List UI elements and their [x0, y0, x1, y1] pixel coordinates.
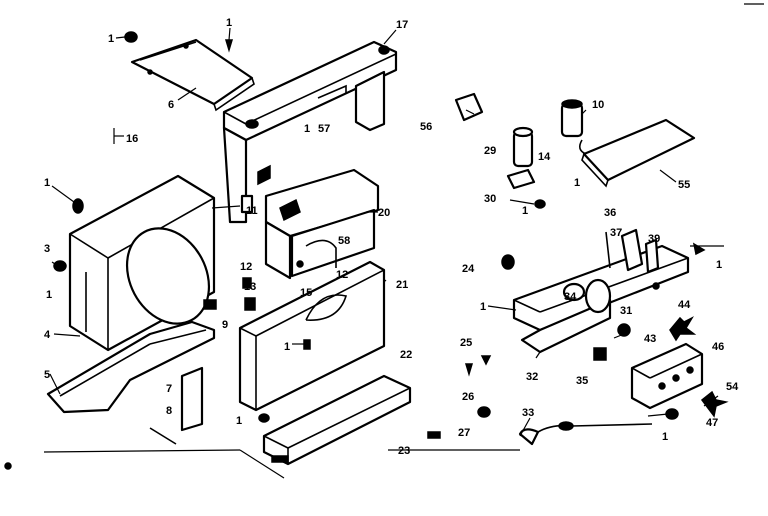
label-12: 12 — [336, 269, 348, 281]
label-13: 13 — [244, 281, 256, 293]
gasket-56 — [454, 92, 484, 122]
label-33: 33 — [522, 407, 534, 419]
label-3: 3 — [44, 243, 50, 255]
bracket-30 — [506, 168, 536, 190]
label-35: 35 — [576, 375, 588, 387]
label-1: 1 — [574, 177, 580, 189]
capacitor-10 — [560, 99, 584, 138]
label-1: 1 — [284, 341, 290, 353]
label-34: 34 — [564, 291, 577, 303]
label-1: 1 — [480, 301, 486, 313]
label-55: 55 — [678, 179, 690, 191]
screw-lower-1 — [258, 413, 270, 423]
label-22: 22 — [400, 349, 412, 361]
label-1: 1 — [226, 17, 232, 29]
screw-cabinet-1 — [72, 198, 84, 214]
label-31: 31 — [620, 305, 632, 317]
label-10: 10 — [592, 99, 604, 111]
label-57: 57 — [318, 123, 330, 135]
fastener-12a — [242, 277, 252, 289]
screw-shroud — [303, 339, 311, 350]
label-25: 25 — [460, 337, 472, 349]
label-4: 4 — [44, 329, 51, 341]
knob-24 — [501, 254, 515, 270]
label-32: 32 — [526, 371, 538, 383]
label-15: 15 — [300, 287, 312, 299]
knob-47 — [700, 390, 729, 418]
screw-30 — [534, 199, 546, 209]
fastener-13 — [244, 297, 256, 311]
knob-44 — [669, 316, 697, 342]
label-39: 39 — [648, 233, 660, 245]
label-47: 47 — [706, 417, 718, 429]
label-14: 14 — [538, 151, 551, 163]
thermostat-33 — [518, 421, 653, 446]
top-cover-panel — [130, 38, 255, 112]
label-23: 23 — [398, 445, 410, 457]
label-7: 7 — [166, 383, 172, 395]
label-29: 29 — [484, 145, 496, 157]
label-11: 11 — [246, 205, 258, 217]
leader-lines — [43, 27, 724, 479]
label-1: 1 — [44, 177, 50, 189]
label-9: 9 — [222, 319, 228, 331]
nut-43 — [617, 323, 631, 337]
label-54: 54 — [726, 381, 739, 393]
label-43: 43 — [644, 333, 656, 345]
screw-26 — [464, 363, 474, 377]
screw-top-mid — [224, 39, 234, 53]
cabinet-top-panel — [222, 40, 398, 224]
label-46: 46 — [712, 341, 724, 353]
label-6: 6 — [168, 99, 174, 111]
bracket-7-8 — [149, 366, 204, 445]
label-16: 16 — [126, 133, 138, 145]
shroud-panel — [238, 260, 386, 412]
screw-25 — [480, 355, 492, 366]
label-20: 20 — [378, 207, 390, 219]
label-58: 58 — [338, 235, 350, 247]
label-5: 5 — [44, 369, 50, 381]
relay-35 — [593, 347, 607, 361]
switch-46 — [630, 342, 704, 410]
part-27 — [427, 431, 441, 439]
label-1: 1 — [304, 123, 310, 135]
base-pan — [46, 320, 216, 414]
label-21: 21 — [396, 279, 408, 291]
label-36: 36 — [604, 207, 616, 219]
drain-pan — [262, 374, 412, 466]
label-27: 27 — [458, 427, 470, 439]
label-56: 56 — [420, 121, 432, 133]
partition-assembly — [240, 168, 380, 280]
label-1: 1 — [716, 259, 722, 271]
fastener-9 — [203, 299, 217, 310]
capacitor-29 — [512, 126, 534, 168]
screw-top-left — [124, 31, 138, 43]
cabinet-shell — [68, 174, 216, 352]
label-30: 30 — [484, 193, 496, 205]
control-cover-55 — [578, 118, 696, 188]
label-1: 1 — [236, 415, 242, 427]
label-1: 1 — [46, 289, 52, 301]
label-26: 26 — [462, 391, 474, 403]
label-8: 8 — [166, 405, 172, 417]
screw-cabinet-3 — [53, 260, 67, 272]
label-12: 12 — [240, 261, 252, 273]
label-37: 37 — [610, 227, 622, 239]
part-labels: 1 1 6 17 57 1 16 1 3 1 4 5 11 20 58 12 1… — [44, 17, 739, 457]
label-17: 17 — [396, 19, 408, 31]
scan-mark — [4, 3, 764, 470]
label-1: 1 — [662, 431, 668, 443]
label-24: 24 — [462, 263, 475, 275]
label-1: 1 — [108, 33, 114, 45]
label-1: 1 — [522, 205, 528, 217]
label-44: 44 — [678, 299, 691, 311]
fitting-26 — [477, 406, 491, 418]
control-panel-assembly — [512, 228, 690, 354]
